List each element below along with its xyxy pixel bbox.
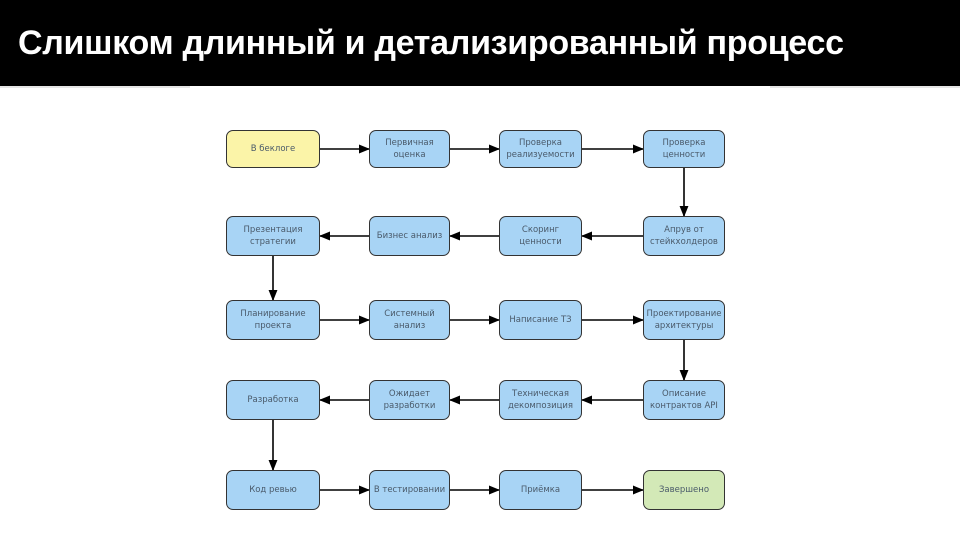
flow-node: Проверка реализуемости bbox=[499, 130, 582, 168]
divider bbox=[0, 86, 190, 88]
flow-node: Презентация стратегии bbox=[226, 216, 320, 256]
flow-node: Проверка ценности bbox=[643, 130, 725, 168]
flow-node: Системный анализ bbox=[369, 300, 450, 340]
slide-title: Слишком длинный и детализированный проце… bbox=[18, 24, 844, 62]
flow-node: Апрув от стейкхолдеров bbox=[643, 216, 725, 256]
flow-node: Скоринг ценности bbox=[499, 216, 582, 256]
flow-node: Код ревью bbox=[226, 470, 320, 510]
flow-node: Бизнес анализ bbox=[369, 216, 450, 256]
flow-node: Проектирование архитектуры bbox=[643, 300, 725, 340]
flow-node: Техническая декомпозиция bbox=[499, 380, 582, 420]
flow-node: Завершено bbox=[643, 470, 725, 510]
flow-node: Написание ТЗ bbox=[499, 300, 582, 340]
flow-node: В беклоге bbox=[226, 130, 320, 168]
flow-node: Планирование проекта bbox=[226, 300, 320, 340]
flow-node: В тестировании bbox=[369, 470, 450, 510]
flow-node: Описание контрактов API bbox=[643, 380, 725, 420]
flow-node: Ожидает разработки bbox=[369, 380, 450, 420]
flow-node: Первичная оценка bbox=[369, 130, 450, 168]
flow-node: Разработка bbox=[226, 380, 320, 420]
divider bbox=[770, 86, 960, 88]
flow-node: Приёмка bbox=[499, 470, 582, 510]
title-bar: Слишком длинный и детализированный проце… bbox=[0, 0, 960, 86]
